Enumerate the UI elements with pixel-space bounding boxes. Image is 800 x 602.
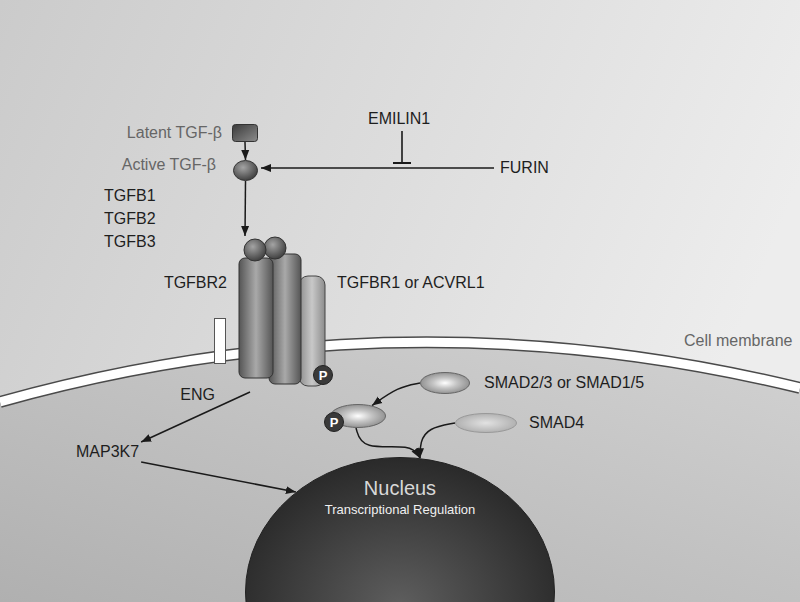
nucleus-shape (246, 458, 555, 602)
smad-ellipse-outline (420, 372, 470, 394)
smad4-ellipse-outline (455, 413, 517, 433)
membrane-band (0, 342, 800, 402)
signal-arrow (244, 142, 246, 160)
coreceptor-bar: ENG (214, 318, 226, 364)
receptor-label: TGFBR1 or ACVRL1 (337, 274, 485, 292)
receptor-body (239, 258, 273, 378)
latent-ligand-box-outline (232, 124, 258, 142)
activation-arrow (261, 167, 494, 169)
phospho-mark: P (313, 365, 333, 385)
latent-ligand-box: Latent TGF-β (232, 124, 258, 142)
ligand-shape (233, 125, 258, 142)
active-ligand-ellipse-outline (233, 160, 258, 181)
smad4-label: SMAD4 (529, 414, 584, 432)
bound-ligand (264, 237, 286, 259)
signal-arrow (244, 181, 246, 236)
smad-label: SMAD2/3 or SMAD1/5 (484, 374, 644, 392)
ligand-label: Active TGF-β (122, 156, 216, 174)
protein-label: EMILIN1 (368, 110, 430, 128)
kinase-label: MAP3K7 (74, 442, 141, 462)
inhibition-line (401, 131, 403, 163)
coreceptor-bar-outline (214, 318, 226, 364)
smad4-ellipse: SMAD4 (455, 413, 517, 433)
isoform-label: TGFB1 (104, 187, 156, 205)
nucleus-ellipse: NucleusTranscriptional Regulation (245, 457, 555, 602)
phospho-smad-ellipse: P (330, 404, 386, 428)
smad4-shape (456, 414, 517, 433)
nucleus-title: Nucleus (364, 477, 436, 500)
ligand-label: Latent TGF-β (127, 124, 222, 142)
active-ligand-ellipse: Active TGF-β (233, 160, 258, 181)
isoform-label: TGFB3 (104, 233, 156, 251)
protein-label: FURIN (500, 159, 549, 177)
signal-arrow (372, 383, 420, 406)
signal-arrow (356, 428, 420, 458)
kinase-box: MAP3K7 (74, 442, 141, 462)
smad-ellipse: SMAD2/3 or SMAD1/5 (420, 372, 470, 394)
membrane-label: Cell membrane (684, 332, 792, 350)
smad-shape (421, 373, 470, 394)
coreceptor-label: ENG (180, 386, 215, 404)
phospho-mark: P (324, 412, 344, 432)
membrane-outline (0, 342, 800, 402)
inhibition-bar (393, 162, 411, 164)
receptor-body (269, 254, 301, 384)
isoform-label: TGFB2 (104, 210, 156, 228)
receptor-label: TGFBR2 (164, 274, 227, 292)
bound-ligand (244, 239, 266, 261)
nucleus-subtitle: Transcriptional Regulation (325, 502, 476, 517)
ligand-shape (234, 161, 258, 181)
signal-arrow (141, 462, 296, 492)
coreceptor-shape (215, 319, 226, 364)
signal-arrow (420, 423, 455, 458)
